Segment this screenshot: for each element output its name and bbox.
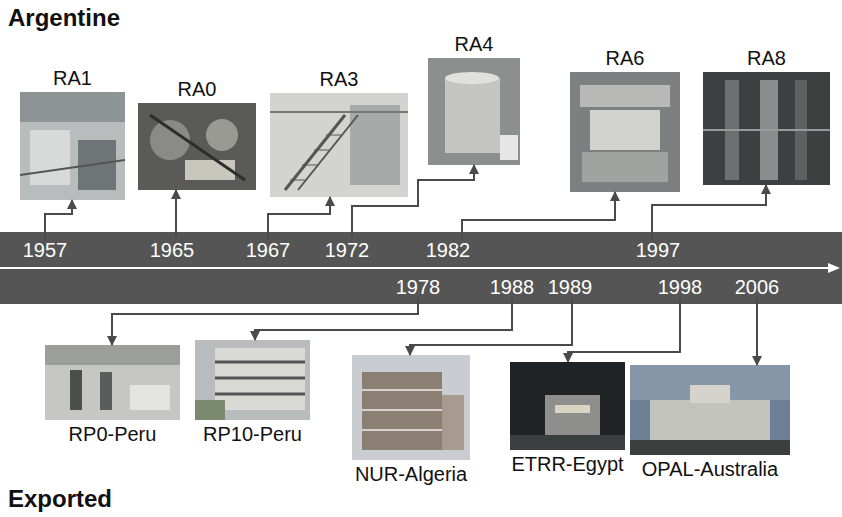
year-marker: 1972 [325, 239, 370, 261]
reactor-photo: RA0 [138, 103, 256, 190]
photo-etrr [510, 362, 625, 450]
year-marker: 1967 [246, 239, 291, 261]
photo-nur [352, 355, 470, 460]
photo-opal [630, 365, 790, 455]
timeline-band [0, 232, 842, 304]
reactor-photo: RP10-Peru [195, 340, 310, 420]
timeline-connector [255, 298, 512, 340]
reactor-photo: RA3 [270, 93, 408, 197]
year-marker: 1982 [426, 239, 471, 261]
reactor-photo: OPAL-Australia [630, 365, 790, 455]
year-text: 1988 [490, 276, 535, 298]
timeline-connector [112, 298, 418, 345]
year-marker: 1965 [150, 239, 195, 261]
year-text: 1972 [325, 239, 370, 261]
timeline-connector [568, 298, 680, 362]
reactor-name: RA6 [606, 47, 645, 69]
year-marker: 1988 [490, 276, 535, 298]
year-text: 2006 [735, 276, 780, 298]
reactor-name: RA3 [320, 68, 359, 90]
reactor-photo: RA1 [20, 92, 125, 200]
year-text: 1997 [636, 239, 681, 261]
year-marker: 1989 [548, 276, 593, 298]
year-text: 1982 [426, 239, 471, 261]
reactor-name: RA1 [53, 67, 92, 89]
timeline-connector [410, 298, 572, 355]
photo-rp10 [195, 340, 310, 420]
photo-ra8 [703, 72, 830, 185]
year-text: 1989 [548, 276, 593, 298]
photo-ra1 [20, 92, 125, 200]
timeline-connector [462, 192, 615, 239]
axis-arrowhead [828, 263, 840, 273]
photo-ra3 [270, 93, 408, 197]
reactor-photo: RA6 [570, 72, 680, 192]
timeline-connector [175, 190, 177, 239]
photo-ra0 [138, 103, 256, 190]
timeline-axis [0, 267, 828, 269]
timeline-connector [352, 165, 474, 239]
reactor-photo: RP0-Peru [45, 345, 180, 420]
reactor-name: NUR-Algeria [355, 463, 467, 485]
reactor-photo: RA8 [703, 72, 830, 185]
year-marker: 1957 [23, 239, 68, 261]
reactor-name: RA4 [455, 33, 494, 55]
year-text: 1965 [150, 239, 195, 261]
reactor-name: ETRR-Egypt [511, 453, 623, 475]
section-label: Exported [8, 485, 112, 513]
reactor-name: RA8 [747, 47, 786, 69]
photo-rp0 [45, 345, 180, 420]
reactor-photo: RA4 [428, 58, 520, 165]
reactor-name: OPAL-Australia [642, 458, 778, 480]
reactor-name: RA0 [178, 78, 217, 100]
year-text: 1998 [658, 276, 703, 298]
timeline-connector [652, 185, 766, 239]
photo-ra6 [570, 72, 680, 192]
timeline-connector [756, 298, 758, 365]
year-marker: 1997 [636, 239, 681, 261]
photo-ra4 [428, 58, 520, 165]
reactor-photo: NUR-Algeria [352, 355, 470, 460]
section-label: Argentine [8, 4, 120, 32]
timeline-connector [268, 197, 330, 239]
reactor-name: RP10-Peru [203, 423, 302, 445]
year-text: 1967 [246, 239, 291, 261]
year-marker: 1978 [396, 276, 441, 298]
year-marker: 1998 [658, 276, 703, 298]
year-text: 1957 [23, 239, 68, 261]
year-marker: 2006 [735, 276, 780, 298]
reactor-name: RP0-Peru [69, 423, 157, 445]
reactor-photo: ETRR-Egypt [510, 362, 625, 450]
timeline-connector [45, 200, 72, 239]
year-text: 1978 [396, 276, 441, 298]
